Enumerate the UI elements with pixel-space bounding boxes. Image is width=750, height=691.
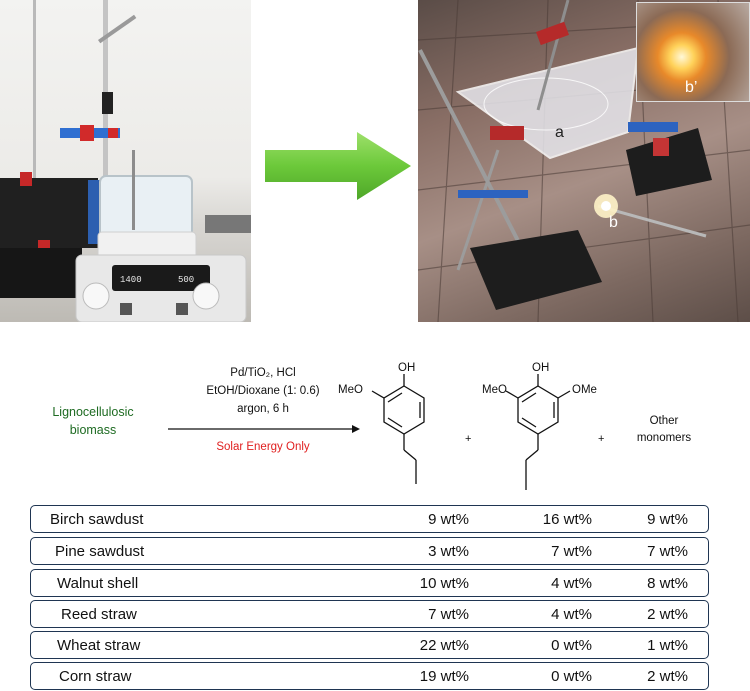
plus-sign-2: + [598, 433, 605, 445]
atmosphere-condition: argon, 6 h [237, 403, 289, 415]
label-a: a [555, 124, 564, 141]
row-yield-2: 4 wt% [551, 575, 592, 592]
table-row: Corn straw 19 wt% 0 wt% 2 wt% [30, 662, 709, 690]
row-yield-1: 10 wt% [419, 575, 469, 592]
product2-meo: MeO [482, 384, 507, 396]
inset-flame-photo [636, 2, 750, 102]
product-1-structure: OH MeO [338, 362, 425, 484]
other-line1: Other [649, 415, 679, 427]
product-2-structure: OH MeO OMe [482, 362, 597, 490]
row-yield-2: 0 wt% [551, 637, 592, 654]
table-row: Reed straw 7 wt% 4 wt% 2 wt% [30, 600, 709, 628]
table-row: Birch sawdust 9 wt% 16 wt% 9 wt% [30, 505, 709, 533]
row-yield-3: 7 wt% [647, 543, 688, 560]
lab-setup-photo: 1400 500 [0, 0, 251, 322]
feedstock-line2: biomass [69, 423, 117, 437]
row-feedstock: Wheat straw [57, 637, 141, 654]
row-yield-2: 0 wt% [551, 668, 592, 685]
row-yield-1: 7 wt% [428, 606, 469, 623]
row-yield-1: 9 wt% [428, 511, 469, 528]
row-yield-3: 2 wt% [647, 668, 688, 685]
row-feedstock: Walnut shell [57, 575, 139, 592]
row-feedstock: Corn straw [59, 668, 132, 685]
label-b: b [609, 214, 618, 231]
row-yield-2: 4 wt% [551, 606, 592, 623]
feedstock-label: Lignocellulosic biomass [40, 403, 146, 439]
reaction-arrow-icon [168, 425, 360, 433]
product1-oh: OH [398, 362, 415, 374]
catalyst-condition: Pd/TiO₂, HCl [230, 367, 296, 379]
label-b-prime: b’ [685, 79, 698, 96]
row-yield-1: 19 wt% [419, 668, 469, 685]
row-yield-2: 16 wt% [542, 511, 592, 528]
table-row: Walnut shell 10 wt% 4 wt% 8 wt% [30, 569, 709, 597]
plus-sign-1: + [465, 433, 472, 445]
stirrer-display-left: 1400 [120, 275, 142, 285]
row-yield-3: 9 wt% [647, 511, 688, 528]
other-monomers-label: Other monomers [624, 413, 704, 447]
table-row: Pine sawdust 3 wt% 7 wt% 7 wt% [30, 537, 709, 565]
row-feedstock: Birch sawdust [50, 511, 144, 528]
table-row: Wheat straw 22 wt% 0 wt% 1 wt% [30, 631, 709, 659]
row-yield-3: 8 wt% [647, 575, 688, 592]
energy-note: Solar Energy Only [216, 441, 310, 453]
green-arrow-icon [265, 132, 411, 200]
other-line2: monomers [636, 432, 692, 444]
row-yield-2: 7 wt% [551, 543, 592, 560]
feedstock-line1: Lignocellulosic [52, 405, 134, 419]
solvent-condition: EtOH/Dioxane (1: 0.6) [206, 385, 320, 397]
row-feedstock: Pine sawdust [55, 543, 145, 560]
row-yield-1: 22 wt% [419, 637, 469, 654]
stirrer-display-right: 500 [178, 275, 194, 285]
row-yield-1: 3 wt% [428, 543, 469, 560]
product2-ome: OMe [572, 384, 597, 396]
row-yield-3: 2 wt% [647, 606, 688, 623]
row-feedstock: Reed straw [61, 606, 137, 623]
row-yield-3: 1 wt% [647, 637, 688, 654]
product1-meo: MeO [338, 384, 363, 396]
solar-setup-photo [418, 0, 750, 322]
product2-oh: OH [532, 362, 549, 374]
